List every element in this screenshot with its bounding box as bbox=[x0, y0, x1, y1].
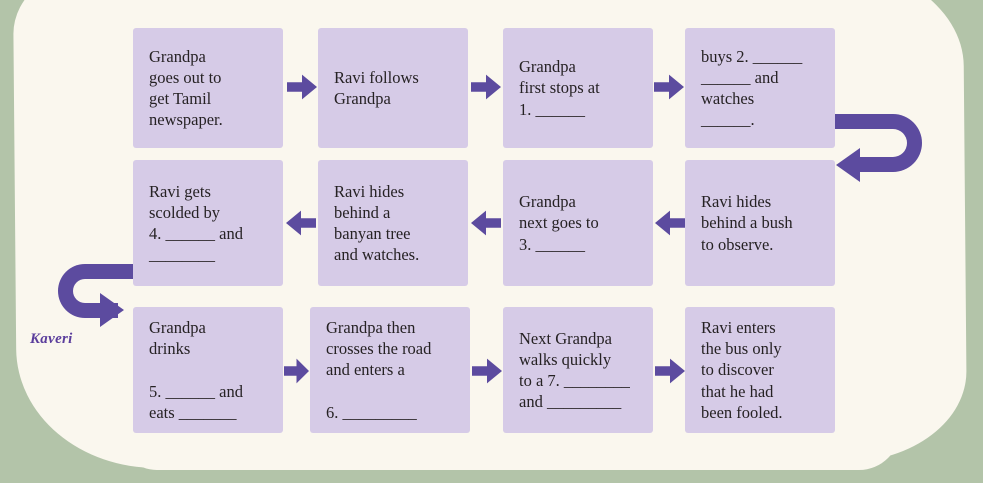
flow-box-3: Grandpa first stops at 1. ______ bbox=[503, 28, 653, 148]
flow-box-11-text: Next Grandpa walks quickly to a 7. _____… bbox=[519, 328, 630, 412]
flow-box-12-text: Ravi enters the bus only to discover tha… bbox=[701, 318, 783, 422]
flow-box-9: Grandpa drinks 5. ______ and eats ______… bbox=[133, 307, 283, 433]
flow-box-7-text: Ravi hides behind a banyan tree and watc… bbox=[334, 181, 420, 265]
flow-box-2: Ravi follows Grandpa bbox=[318, 28, 468, 148]
flow-box-10: Grandpa then crosses the road and enters… bbox=[310, 307, 470, 433]
flow-box-8: Ravi gets scolded by 4. ______ and _____… bbox=[133, 160, 283, 286]
flow-box-4-text: buys 2. ______ ______ and watches ______… bbox=[701, 46, 803, 130]
flow-box-3-text: Grandpa first stops at 1. ______ bbox=[519, 57, 600, 119]
uturn-right-connector bbox=[828, 114, 862, 129]
flow-box-11: Next Grandpa walks quickly to a 7. _____… bbox=[503, 307, 653, 433]
handwritten-answer-kaveri: Kaveri bbox=[30, 331, 73, 347]
uturn-left-arrowhead-icon bbox=[100, 293, 124, 327]
flow-box-4: buys 2. ______ ______ and watches ______… bbox=[685, 28, 835, 148]
uturn-right-arrowhead-icon bbox=[836, 148, 860, 182]
uturn-left-connector bbox=[112, 264, 136, 279]
flow-box-10-text: Grandpa then crosses the road and enters… bbox=[326, 318, 432, 422]
flow-box-2-text: Ravi follows Grandpa bbox=[334, 67, 419, 108]
flow-box-9-text: Grandpa drinks 5. ______ and eats ______… bbox=[149, 318, 243, 422]
flow-box-5-text: Ravi hides behind a bush to observe. bbox=[701, 192, 793, 254]
uturn-right-arrow-icon bbox=[858, 114, 922, 172]
flow-box-1: Grandpa goes out to get Tamil newspaper. bbox=[133, 28, 283, 148]
flow-box-5: Ravi hides behind a bush to observe. bbox=[685, 160, 835, 286]
flow-box-7: Ravi hides behind a banyan tree and watc… bbox=[318, 160, 468, 286]
flow-box-8-text: Ravi gets scolded by 4. ______ and _____… bbox=[149, 181, 243, 265]
flow-box-12: Ravi enters the bus only to discover tha… bbox=[685, 307, 835, 433]
flow-box-6: Grandpa next goes to 3. ______ bbox=[503, 160, 653, 286]
flow-box-6-text: Grandpa next goes to 3. ______ bbox=[519, 192, 599, 254]
flow-box-1-text: Grandpa goes out to get Tamil newspaper. bbox=[149, 46, 223, 130]
